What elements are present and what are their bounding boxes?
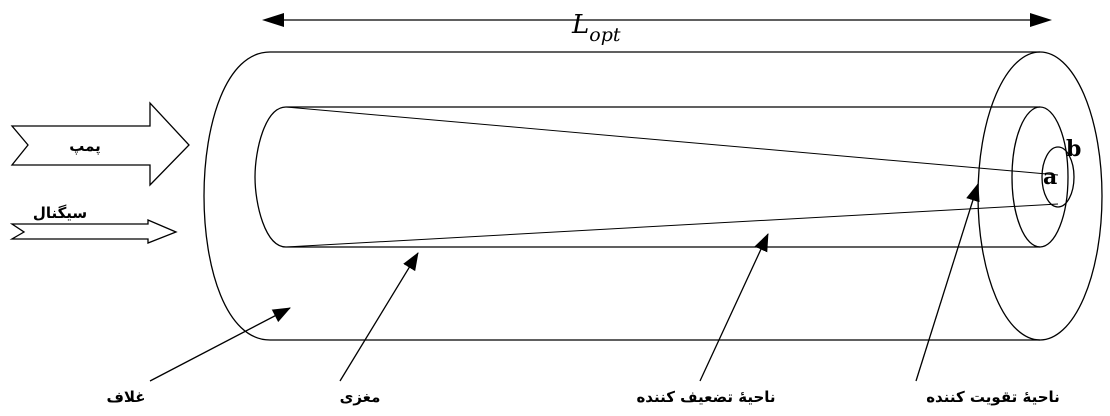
length-label: Lopt <box>571 10 621 46</box>
amplification-region-label: ناحیۀ تقویت کننده <box>926 388 1060 406</box>
taper-line-bottom <box>285 203 1059 248</box>
signal-input-arrow: سیگنال <box>9 204 178 244</box>
core-end-face <box>1011 106 1069 248</box>
length-arrow-left-head <box>262 13 284 27</box>
amplification-region-callout-arrow <box>915 183 980 382</box>
core-label: مغزی <box>340 388 381 406</box>
attenuation-region-callout-arrow <box>699 233 769 382</box>
radius-a-circle <box>1041 146 1075 208</box>
core-callout-arrow <box>339 252 419 382</box>
taper-line-top <box>285 106 1059 176</box>
radius-label-a: a <box>1043 164 1057 190</box>
cladding-end-face <box>977 51 1103 341</box>
pump-input-arrow: پمپ <box>10 101 190 187</box>
core-cylinder <box>254 106 1069 248</box>
length-arrow-right-head <box>1030 13 1052 27</box>
cladding-label: غلاف <box>106 388 145 406</box>
cladding-callout-arrow <box>149 307 291 382</box>
cladding-outline <box>203 51 1040 341</box>
pump-label: پمپ <box>69 137 101 156</box>
signal-label: سیگنال <box>33 204 87 222</box>
core-outline <box>254 106 1040 248</box>
signal-arrow-shape <box>9 219 178 244</box>
pump-arrow-shape <box>10 101 190 187</box>
length-dimension: Lopt <box>262 10 1052 46</box>
cladding-cylinder <box>203 51 1103 341</box>
attenuation-region-label: ناحیۀ تضعیف کننده <box>636 388 775 406</box>
radius-label-b: b <box>1066 136 1081 162</box>
